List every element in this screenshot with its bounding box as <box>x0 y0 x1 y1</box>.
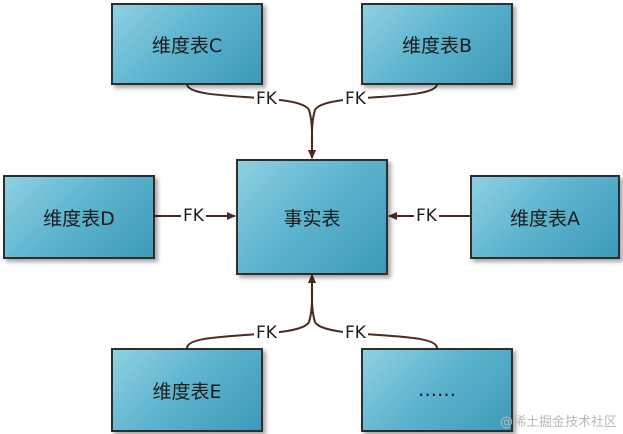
dimension-table-more: …… <box>361 348 513 432</box>
connector-e-to-fact <box>186 274 317 349</box>
fact-table-label: 事实表 <box>283 207 341 230</box>
dimension-table-d: 维度表D <box>3 175 155 259</box>
fk-label-e: FK <box>254 323 279 343</box>
fact-table: 事实表 <box>236 159 388 275</box>
dimension-table-d-label: 维度表D <box>43 207 115 230</box>
watermark: @稀土掘金技术社区 <box>499 415 617 430</box>
fk-label-d: FK <box>181 206 206 226</box>
fk-label-b: FK <box>343 89 368 109</box>
dimension-table-c: 维度表C <box>111 3 263 85</box>
dimension-table-c-label: 维度表C <box>151 34 223 57</box>
connector-b-to-fact <box>307 83 438 159</box>
fk-label-c: FK <box>254 89 279 109</box>
dimension-table-e: 维度表E <box>111 348 263 432</box>
dimension-table-a-label: 维度表A <box>510 207 580 230</box>
dimension-table-e-label: 维度表E <box>152 380 222 403</box>
fk-label-more: FK <box>343 323 368 343</box>
fk-label-a: FK <box>414 206 439 226</box>
dimension-table-a: 维度表A <box>470 175 620 259</box>
dimension-table-more-label: …… <box>418 379 456 401</box>
dimension-table-b: 维度表B <box>361 3 513 85</box>
dimension-table-b-label: 维度表B <box>401 34 473 57</box>
connector-c-to-fact <box>186 83 317 159</box>
connector-more-to-fact <box>307 274 438 349</box>
